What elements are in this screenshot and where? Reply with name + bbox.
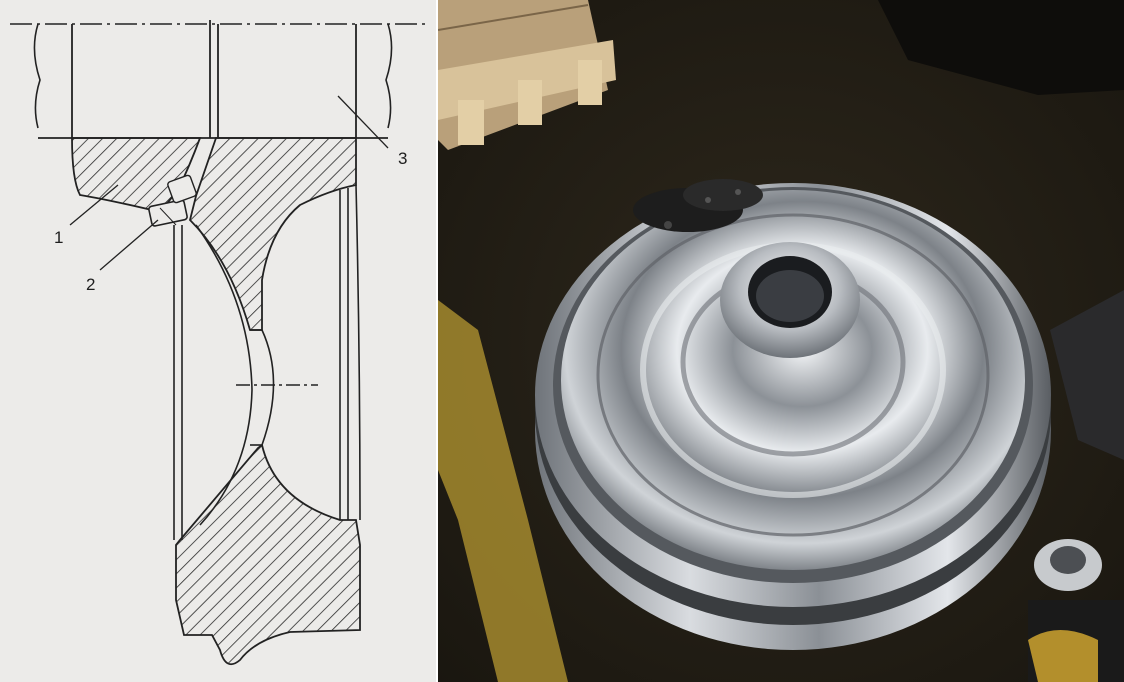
cross-section-drawing: 1 2 3 xyxy=(0,0,436,682)
leader-1 xyxy=(69,184,119,226)
leader-3 xyxy=(337,95,389,149)
wooden-pallet xyxy=(438,0,616,150)
wheel-section-drawing: 1 2 3 xyxy=(10,20,428,666)
callout-2: 2 xyxy=(86,275,95,294)
callout-1: 1 xyxy=(54,228,63,247)
web-inner-curve xyxy=(261,329,275,446)
machine-block xyxy=(878,0,1124,95)
yellow-floor-marking xyxy=(438,300,568,682)
hub-section xyxy=(71,137,202,214)
leader-2 xyxy=(99,219,159,271)
roller-fixture xyxy=(1028,539,1124,682)
plug-joint xyxy=(148,174,197,227)
callout-3: 3 xyxy=(398,149,407,168)
machined-wheel-illustration xyxy=(438,0,1124,682)
wheel-photo xyxy=(438,0,1124,682)
axle-left-break xyxy=(33,23,41,129)
web-right-outline xyxy=(339,188,349,520)
rim-section xyxy=(175,443,361,666)
hub-section-right xyxy=(189,137,357,331)
wheel-face xyxy=(561,190,1025,570)
axle-right-break xyxy=(385,23,393,129)
floor-grating xyxy=(1050,290,1124,460)
metal-chips xyxy=(633,179,763,232)
